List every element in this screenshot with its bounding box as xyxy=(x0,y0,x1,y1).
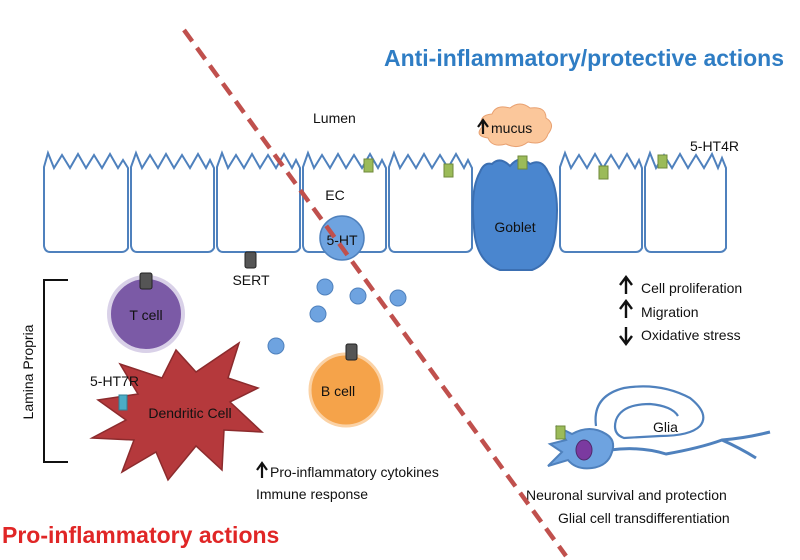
up-arrow-icon xyxy=(619,275,633,294)
serotonin-molecules xyxy=(267,278,407,355)
receptor-5ht4r xyxy=(657,154,668,169)
dendritic-cell-label: Dendritic Cell xyxy=(148,405,231,421)
ec-cell xyxy=(319,215,365,261)
receptor-5ht4r-label: 5-HT4R xyxy=(690,138,739,154)
epithelial-cell xyxy=(644,150,727,253)
ec-label: EC xyxy=(325,187,344,203)
lamina-label: Lamina Propria xyxy=(20,324,36,419)
epithelial-cell xyxy=(216,150,301,253)
effect-migration: Migration xyxy=(641,304,699,320)
sert-label: SERT xyxy=(232,272,270,288)
sert-transporter xyxy=(244,251,257,269)
divider-line xyxy=(182,28,568,558)
epithelial-cell xyxy=(130,150,215,253)
cytokines-text: Pro-inflammatory cytokines xyxy=(270,464,439,480)
receptor-5ht4r xyxy=(517,155,528,170)
mucus-cloud xyxy=(478,103,552,148)
serotonin-molecule xyxy=(309,305,327,323)
lumen-label: Lumen xyxy=(313,110,356,126)
neuron-receptor xyxy=(555,425,566,440)
dendritic-cell xyxy=(89,341,265,482)
serotonin-molecule xyxy=(389,289,407,307)
neuron-axon xyxy=(609,430,771,460)
down-arrow-icon xyxy=(619,327,633,346)
goblet-cell xyxy=(471,158,558,271)
t-cell-label: T cell xyxy=(129,307,162,323)
receptor-5ht4r xyxy=(443,163,454,178)
t-cell-receptor xyxy=(139,272,153,290)
neuronal-effect-line1: Neuronal survival and protection xyxy=(526,487,727,503)
effect-proliferation: Cell proliferation xyxy=(641,280,742,296)
receptor-5ht4r xyxy=(598,165,609,180)
neuron-nucleus xyxy=(575,439,593,461)
epithelial-cell xyxy=(43,149,129,253)
epithelial-cell xyxy=(388,150,473,253)
serotonin-molecule xyxy=(267,337,285,355)
mucus-label: mucus xyxy=(491,120,532,136)
b-cell-label: B cell xyxy=(321,383,355,399)
glia-label: Glia xyxy=(653,419,678,435)
goblet-label: Goblet xyxy=(494,219,535,235)
effect-oxidative: Oxidative stress xyxy=(641,327,741,343)
pro-inflammatory-heading: Pro-inflammatory actions xyxy=(2,522,279,548)
receptor-5ht7r xyxy=(118,394,128,411)
lamina-bracket xyxy=(43,279,68,463)
receptor-5ht7r-label: 5-HT7R xyxy=(90,373,139,389)
neuron xyxy=(547,425,771,470)
up-arrow-icon xyxy=(619,299,633,318)
neuronal-effect-line2: Glial cell transdifferentiation xyxy=(558,510,730,526)
epithelium xyxy=(43,149,727,253)
receptor-5ht4r xyxy=(363,158,374,173)
anti-inflammatory-heading: Anti-inflammatory/protective actions xyxy=(384,45,784,71)
serotonin-molecule xyxy=(316,278,334,296)
immune-response-text: Immune response xyxy=(256,486,368,502)
serotonin-molecule xyxy=(349,287,367,305)
b-cell-receptor xyxy=(345,343,358,361)
up-arrow-icon xyxy=(256,461,268,478)
up-arrow-icon xyxy=(477,118,489,134)
receptor-group-5ht4r xyxy=(363,154,668,180)
glia-cell xyxy=(594,385,705,440)
